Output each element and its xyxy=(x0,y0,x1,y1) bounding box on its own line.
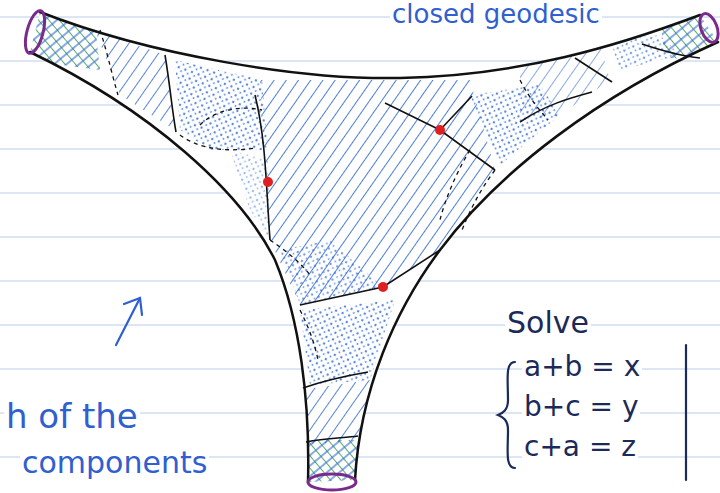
instruction-text: Solve xyxy=(505,306,591,339)
equation: c+a = z xyxy=(522,432,638,463)
equation: b+c = y xyxy=(522,392,640,423)
annotation-text: components xyxy=(20,446,209,479)
red-points xyxy=(263,125,445,292)
dashed-seams xyxy=(100,30,548,360)
pointer-arrow xyxy=(116,298,142,345)
equation-brackets xyxy=(498,345,686,480)
geodesic-note: closed geodesic xyxy=(390,0,602,29)
equation: a+b = x xyxy=(522,352,642,383)
seam-lines xyxy=(165,44,700,442)
annotation-text: h of the xyxy=(4,398,140,435)
